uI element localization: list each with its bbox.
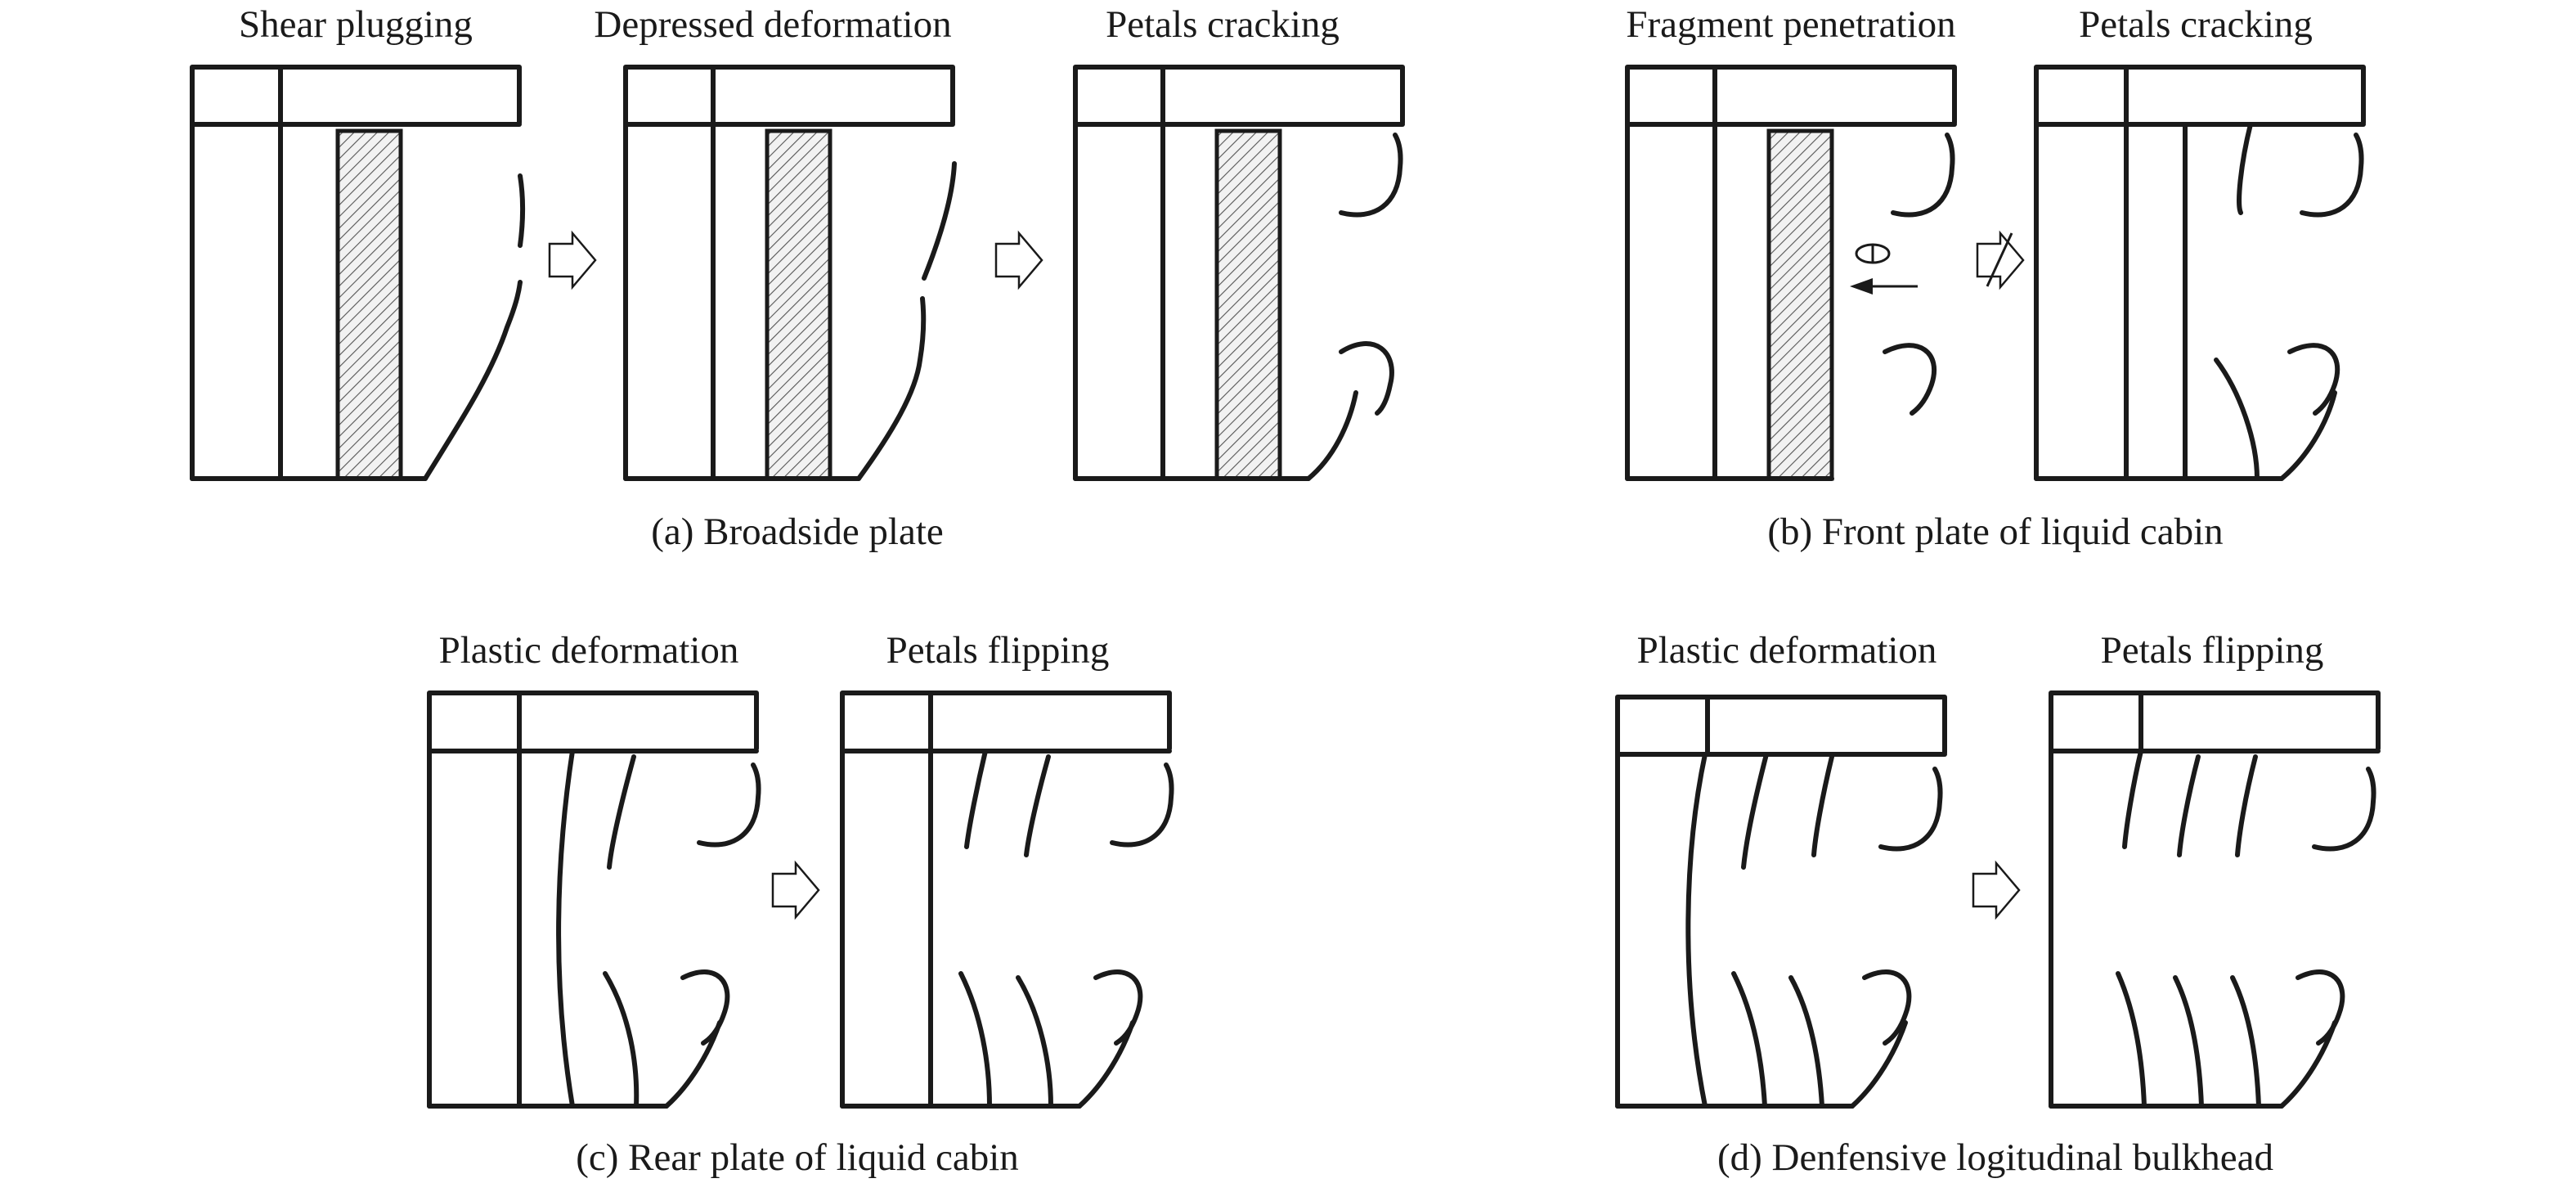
plate-petals-flipping-c	[840, 690, 1174, 1109]
arrow-d	[1972, 860, 2021, 920]
panel-c-title-2: Petals flipping	[886, 629, 1110, 672]
arrow-c	[771, 860, 820, 920]
panel-a: Shear plugging Depressed deformation Pet…	[190, 3, 1405, 553]
panel-c-caption: (c) Rear plate of liquid cabin	[576, 1136, 1019, 1179]
panel-b-title-1: Fragment penetration	[1626, 3, 1955, 46]
panel-d-caption: (d) Denfensive logitudinal bulkhead	[1717, 1136, 2273, 1179]
panel-a-title-2: Depressed deformation	[594, 3, 951, 46]
panel-d: Plastic deformation Petals flipping	[1615, 629, 2381, 1179]
plate-petals-cracking-b	[2034, 65, 2366, 481]
panel-b-title-2: Petals cracking	[2079, 3, 2313, 46]
panel-b-caption: (b) Front plate of liquid cabin	[1767, 511, 2223, 553]
plate-plastic-deformation-c	[427, 690, 761, 1109]
panel-c: Plastic deformation Petals flipping	[427, 629, 1174, 1179]
panel-a-caption: (a) Broadside plate	[651, 511, 944, 553]
arrow-b	[1976, 230, 2025, 290]
arrow-a-1	[548, 230, 597, 290]
panel-d-title-1: Plastic deformation	[1637, 629, 1937, 672]
plate-petals-cracking-a	[1073, 65, 1405, 481]
plate-depressed-deformation	[623, 65, 957, 481]
plate-fragment-penetration	[1625, 65, 1957, 481]
plate-plastic-deformation-d	[1615, 695, 1947, 1109]
arrow-a-2	[994, 230, 1043, 290]
plate-shear-plugging	[190, 65, 525, 481]
panel-a-title-1: Shear plugging	[239, 3, 473, 46]
panel-b: Fragment penetration Petals cracking	[1625, 3, 2366, 553]
panel-d-title-2: Petals flipping	[2101, 629, 2324, 672]
plate-petals-flipping-d	[2049, 690, 2381, 1109]
panel-a-title-3: Petals cracking	[1106, 3, 1340, 46]
fragment-icon	[1855, 243, 1891, 264]
panel-c-title-1: Plastic deformation	[439, 629, 739, 672]
